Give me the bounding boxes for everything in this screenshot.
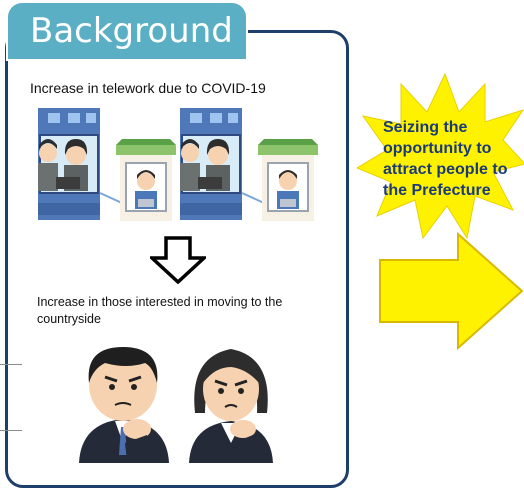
thinking-man-icon bbox=[79, 347, 169, 463]
telework-illustration bbox=[38, 108, 318, 221]
home-telework-icon bbox=[116, 139, 176, 221]
thinking-woman-icon bbox=[189, 349, 273, 463]
countryside-caption: Increase in those interested in moving t… bbox=[37, 295, 283, 326]
home-telework-icon bbox=[258, 139, 318, 221]
callout-text: Seizing the opportunity to attract peopl… bbox=[383, 117, 524, 201]
office-building-icon bbox=[180, 108, 242, 220]
down-arrow-icon bbox=[150, 236, 206, 284]
background-title: Background bbox=[30, 11, 233, 51]
right-arrow-icon bbox=[379, 231, 524, 351]
thinking-people-illustration bbox=[79, 347, 273, 463]
telework-caption: Increase in telework due to COVID-19 bbox=[30, 80, 266, 96]
background-title-tab: Background bbox=[8, 3, 246, 59]
side-tick bbox=[0, 364, 22, 365]
callout-line: attract people to bbox=[383, 161, 508, 178]
callout-line: Seizing the bbox=[383, 119, 468, 136]
side-tick bbox=[0, 430, 22, 431]
office-building-icon bbox=[38, 108, 100, 220]
callout-line: the Prefecture bbox=[383, 182, 491, 199]
starburst-callout-icon bbox=[357, 72, 524, 240]
callout-line: opportunity to bbox=[383, 140, 492, 157]
